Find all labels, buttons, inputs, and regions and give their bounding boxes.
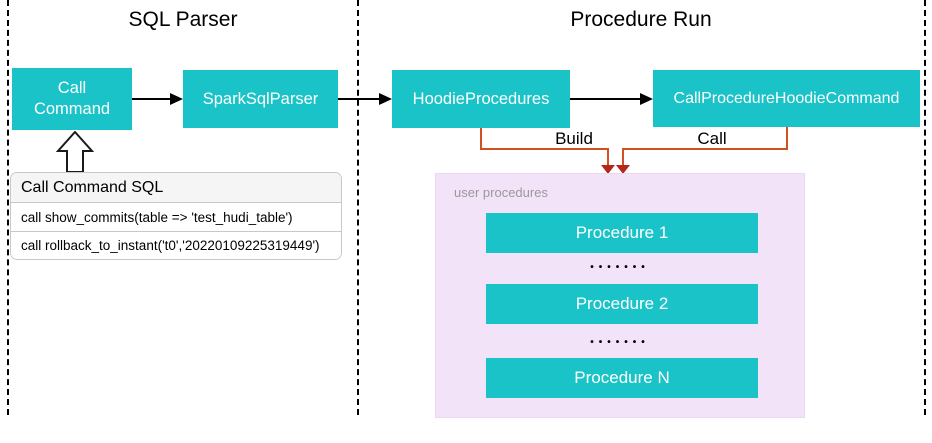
arrow-head-icon bbox=[640, 93, 653, 105]
down-arrow-head-icon bbox=[616, 165, 630, 174]
connector-segment bbox=[786, 127, 788, 150]
call-command-node: Call Command bbox=[12, 68, 132, 130]
procedure-1-node: Procedure 1 bbox=[486, 213, 758, 253]
sql-parser-section-title: SQL Parser bbox=[128, 8, 238, 31]
middle-dashed-divider bbox=[357, 0, 359, 415]
arrow-head-icon bbox=[379, 93, 392, 105]
user-procedures-panel: user procedures Procedure 1 ••••••• Proc… bbox=[435, 173, 805, 418]
sql-row-rollback-to-instant: call rollback_to_instant('t0','202201092… bbox=[11, 231, 341, 259]
connector-segment bbox=[607, 148, 609, 166]
procedure-2-node: Procedure 2 bbox=[486, 284, 758, 324]
left-dashed-border bbox=[7, 0, 9, 415]
call-command-label: Call Command bbox=[33, 79, 111, 118]
hoodie-procedures-node: HoodieProcedures bbox=[392, 70, 570, 128]
sql-list-header: Call Command SQL bbox=[11, 173, 341, 203]
user-procedures-label: user procedures bbox=[454, 185, 548, 200]
ellipsis-dots: ••••••• bbox=[590, 262, 650, 273]
arrow-shaft bbox=[338, 98, 380, 100]
procedure-n-node: Procedure N bbox=[486, 358, 758, 398]
arrow-shaft bbox=[132, 98, 172, 100]
call-command-sql-list: Call Command SQL call show_commits(table… bbox=[10, 172, 342, 260]
arrow-shaft bbox=[570, 98, 641, 100]
spark-sql-parser-node: SparkSqlParser bbox=[183, 70, 338, 128]
sql-row-show-commits: call show_commits(table => 'test_hudi_ta… bbox=[11, 203, 341, 231]
ellipsis-dots: ••••••• bbox=[590, 337, 650, 348]
call-procedure-hoodie-command-node: CallProcedureHoodieCommand bbox=[653, 70, 920, 127]
connector-segment bbox=[622, 148, 624, 166]
spark-sql-parser-label: SparkSqlParser bbox=[202, 89, 319, 108]
connector-segment bbox=[622, 148, 788, 150]
connector-segment bbox=[480, 148, 609, 150]
connector-segment bbox=[480, 128, 482, 150]
call-connector-label: Call bbox=[697, 129, 727, 148]
hoodie-procedures-label: HoodieProcedures bbox=[412, 89, 550, 108]
call-procedure-hoodie-command-label: CallProcedureHoodieCommand bbox=[673, 89, 900, 107]
build-connector-label: Build bbox=[555, 129, 593, 148]
hollow-up-arrow-icon bbox=[56, 131, 94, 173]
arrow-head-icon bbox=[170, 93, 183, 105]
right-dashed-border bbox=[924, 0, 926, 415]
procedure-run-section-title: Procedure Run bbox=[570, 8, 712, 31]
down-arrow-head-icon bbox=[601, 165, 615, 174]
